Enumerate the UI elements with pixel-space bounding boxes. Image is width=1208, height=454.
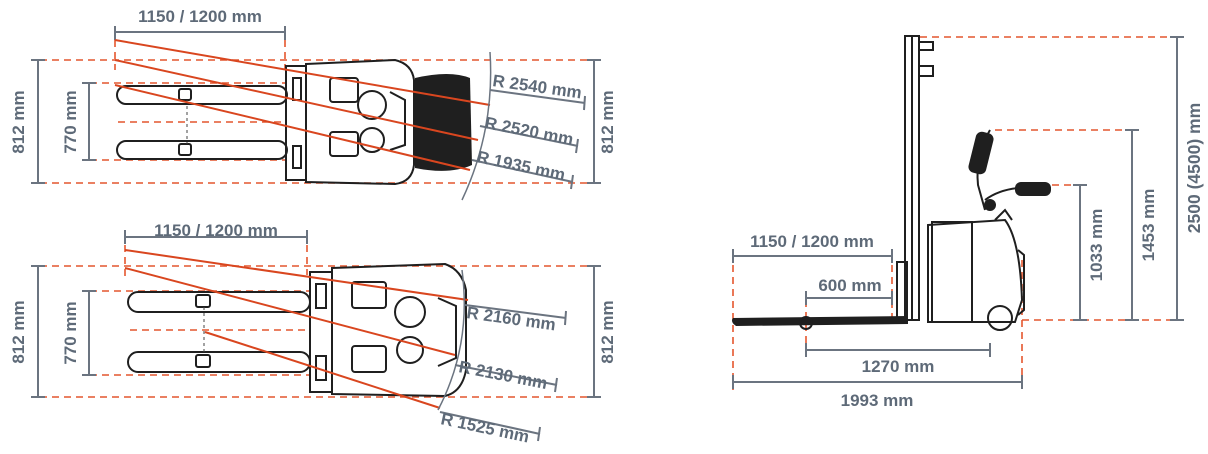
- truck-body-top: [285, 58, 472, 186]
- truck-body-top: [309, 262, 467, 398]
- mast-rail: [315, 283, 327, 309]
- chassis-side: [927, 218, 1024, 323]
- radius-dimension: [471, 159, 574, 183]
- outer-width-right-label: 812 mm: [598, 300, 617, 363]
- radius-1-label: R 2160 mm: [465, 303, 557, 334]
- radius-dimension: [439, 411, 541, 435]
- radius-1-label: R 2540 mm: [491, 71, 583, 102]
- handle-low-height-label: 1033 mm: [1087, 209, 1106, 282]
- radius-dimension: [464, 304, 567, 319]
- steering-hub: [394, 296, 426, 328]
- drive-wheel: [987, 305, 1013, 331]
- drive-hub: [359, 127, 385, 153]
- fork-length-label: 1150 / 1200 mm: [138, 7, 262, 26]
- battery-cover: [351, 345, 387, 373]
- outer-width-left-label: 812 mm: [9, 90, 28, 153]
- fork-spread-label: 770 mm: [61, 90, 80, 153]
- tiller-grip: [968, 131, 994, 175]
- battery-cover: [329, 131, 359, 157]
- radius-3-label: R 1525 mm: [439, 409, 531, 446]
- steering-hub: [357, 90, 387, 120]
- side-view: 1150 / 1200 mm 600 mm 1270 mm 1993 mm 10…: [732, 35, 1204, 410]
- radius-line: [114, 59, 479, 141]
- radius-line: [204, 331, 441, 409]
- fork-carriage: [309, 271, 333, 393]
- overall-length-label: 1993 mm: [841, 391, 914, 410]
- fork-carriage: [285, 65, 307, 181]
- top-view-1: 1150 / 1200 mm 812 mm 770 mm 812 mm: [9, 7, 617, 201]
- mast-height-label: 2500 (4500) mm: [1184, 103, 1204, 233]
- fork-wheel: [178, 143, 192, 156]
- battery-cover: [351, 281, 387, 309]
- swing-arc: [437, 269, 466, 411]
- top-view-2: 1150 / 1200 mm 812 mm 770 mm 812 mm: [9, 221, 617, 447]
- fork-heel: [896, 261, 908, 321]
- dimension-tick: [554, 377, 558, 393]
- dimension-tick: [564, 310, 567, 326]
- mast-top-bracket: [918, 41, 934, 51]
- mast-bracket: [918, 65, 934, 77]
- chassis-outline: [305, 58, 415, 186]
- fork-length-label: 1150 / 1200 mm: [154, 221, 278, 240]
- radius-line: [124, 249, 469, 301]
- cover-edge: [994, 208, 1013, 221]
- load-center-label: 600 mm: [818, 276, 881, 295]
- tiller-pivot: [984, 199, 996, 211]
- radius-2-label: R 2130 mm: [457, 357, 549, 393]
- dimension-tick: [570, 174, 574, 190]
- dimension-tick: [575, 138, 579, 154]
- fork-wheel: [195, 294, 211, 308]
- chassis-outline: [331, 262, 467, 398]
- fork-spread-label: 770 mm: [61, 301, 80, 364]
- radius-3-label: R 1935 mm: [475, 147, 567, 184]
- tiller-base: [389, 91, 406, 151]
- radius-line: [114, 39, 491, 106]
- dimension-tick: [583, 95, 586, 111]
- radius-2-label: R 2520 mm: [483, 113, 575, 149]
- battery-compartment: [931, 221, 973, 323]
- radius-dimension: [489, 89, 586, 104]
- fork: [116, 85, 288, 105]
- drive-hub: [396, 336, 424, 364]
- fork-side: [732, 316, 908, 326]
- tiller-base: [437, 297, 457, 367]
- mast-rail: [292, 145, 302, 169]
- fork-length-label: 1150 / 1200 mm: [750, 232, 874, 251]
- radius-line: [124, 267, 456, 356]
- outer-width-right-label: 812 mm: [598, 90, 617, 153]
- rear-bumper: [1017, 249, 1025, 316]
- radius-dimension: [479, 125, 579, 147]
- mast-rail: [292, 77, 302, 101]
- wheelbase-label: 1270 mm: [862, 357, 935, 376]
- fork-wheel: [195, 354, 211, 368]
- handle-high-height-label: 1453 mm: [1139, 189, 1158, 262]
- radius-dimension: [454, 364, 558, 386]
- battery-cover: [329, 77, 359, 103]
- fork: [116, 140, 288, 160]
- tiller-head: [1015, 182, 1051, 196]
- dimension-tick: [537, 426, 541, 442]
- load-wheel: [799, 316, 813, 330]
- radius-line: [114, 84, 471, 171]
- fork-wheel: [178, 88, 192, 101]
- outer-width-left-label: 812 mm: [9, 300, 28, 363]
- drive-unit: [415, 74, 472, 171]
- fork: [127, 351, 311, 373]
